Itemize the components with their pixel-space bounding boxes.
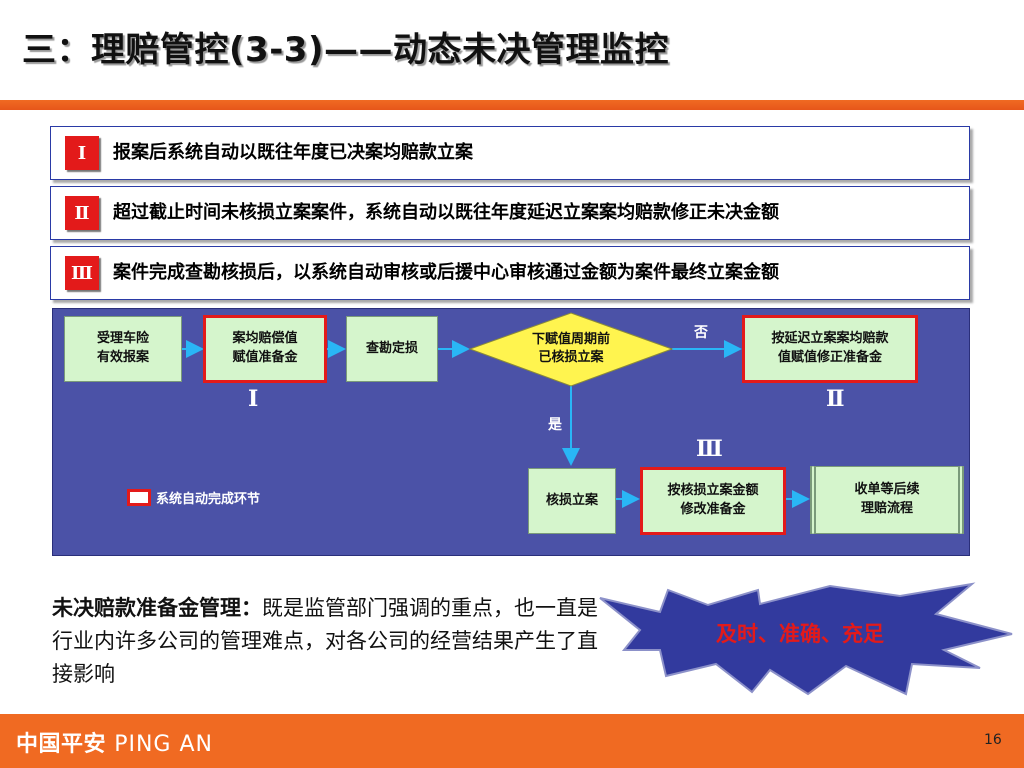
rule-row-3: Ⅲ 案件完成查勘核损后，以系统自动审核或后援中心审核通过金额为案件最终立案金额	[50, 246, 970, 300]
reserve-note-lead: 未决赔款准备金管理：	[52, 596, 262, 620]
flow-box-delay-line2: 值赋值修正准备金	[777, 350, 882, 365]
decision-diamond	[468, 312, 674, 387]
flow-box-followup-line1: 收单等后续	[854, 482, 920, 498]
title-divider	[0, 100, 1024, 110]
decision-label: 下赋值周期前已核损立案	[520, 330, 622, 368]
reserve-note-body: 既是监管部门强调的重点，也一直是行业内许多公司的管理难点，对各公司的经营结果产生…	[52, 596, 598, 686]
decision-line1: 下赋值周期前	[531, 331, 610, 347]
flow-box-survey: 查勘定损	[346, 316, 438, 382]
legend-red-swatch	[127, 489, 151, 506]
flow-marker-2: Ⅱ	[826, 386, 845, 412]
flow-box-average-reserve: 案均赔偿值赋值准备金	[203, 315, 327, 383]
decision-line2: 已核损立案	[538, 350, 604, 365]
starburst-text: 及时、准确、充足	[716, 622, 884, 646]
flow-box-approve: 核损立案	[528, 468, 616, 534]
flow-box-delay-reserve: 按延迟立案案均赔款值赋值修正准备金	[742, 315, 918, 383]
page-number: 16	[984, 732, 1002, 748]
rule-badge-1: Ⅰ	[65, 136, 99, 170]
rule-row-1: Ⅰ 报案后系统自动以既往年度已决案均赔款立案	[50, 126, 970, 180]
rule-text-2: 超过截止时间未核损立案案件，系统自动以既往年度延迟立案案均赔款修正未决金额	[113, 202, 779, 223]
rule-text-1: 报案后系统自动以既往年度已决案均赔款立案	[113, 142, 473, 163]
rule-badge-2: Ⅱ	[65, 196, 99, 230]
rule-text-3: 案件完成查勘核损后，以系统自动审核或后援中心审核通过金额为案件最终立案金额	[113, 262, 779, 283]
flow-marker-1: Ⅰ	[248, 386, 259, 412]
decision-no-label: 否	[694, 325, 708, 341]
flow-box-delay-line1: 按延迟立案案均赔款	[771, 331, 889, 347]
flow-box-adjust-line2: 修改准备金	[680, 502, 746, 517]
flow-box-followup: 收单等后续理赔流程	[810, 466, 964, 534]
flow-box-average-line2: 赋值准备金	[232, 350, 298, 365]
starburst-shape	[599, 582, 1013, 696]
decision-yes-label: 是	[548, 417, 562, 433]
rule-row-2: Ⅱ 超过截止时间未核损立案案件，系统自动以既往年度延迟立案案均赔款修正未决金额	[50, 186, 970, 240]
logo-en: PING AN	[114, 732, 213, 757]
rule-badge-3: Ⅲ	[65, 256, 99, 290]
legend-text: 系统自动完成环节	[156, 492, 261, 507]
flow-marker-3: Ⅲ	[696, 436, 723, 462]
flow-box-adjust-reserve: 按核损立案金额修改准备金	[640, 467, 786, 535]
slide-title: 三：理赔管控(3-3)——动态未决管理监控	[22, 30, 670, 70]
flow-box-report: 受理车险有效报案	[64, 316, 182, 382]
pingan-logo: 中国平安 PING AN	[16, 726, 213, 758]
reserve-note: 未决赔款准备金管理：既是监管部门强调的重点，也一直是行业内许多公司的管理难点，对…	[52, 592, 600, 691]
flow-box-adjust-line1: 按核损立案金额	[667, 483, 759, 499]
flow-box-report-line2: 有效报案	[96, 350, 149, 365]
logo-cn: 中国平安	[16, 732, 107, 757]
flow-box-average-line1: 案均赔偿值	[232, 331, 298, 347]
footer-bar	[0, 714, 1024, 768]
flow-box-report-line1: 受理车险	[96, 331, 149, 347]
flow-box-followup-line2: 理赔流程	[860, 501, 913, 516]
